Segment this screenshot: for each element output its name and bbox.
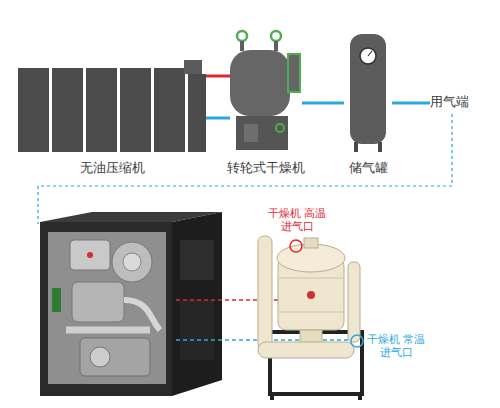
callout-label: 干燥机 常温进气口 [366, 333, 426, 359]
drawing-part [18, 68, 49, 152]
drawing-part [66, 327, 150, 334]
drawing-part [351, 335, 363, 347]
drawing-part [236, 116, 288, 150]
drawing-part [288, 54, 300, 92]
pipe-line [302, 102, 344, 105]
drawing-part [350, 34, 386, 144]
drawing-part [240, 41, 244, 51]
drawing-part [378, 142, 382, 152]
drawing-part [360, 48, 376, 64]
pipe-line [392, 102, 430, 105]
drawing-part [180, 240, 214, 280]
drawing-part [52, 68, 83, 152]
drawing-part [86, 68, 117, 152]
pipe-connector [206, 76, 230, 77]
drawing-part [276, 124, 284, 132]
dryer-illustration [258, 236, 363, 400]
drawing-part [307, 291, 315, 299]
drawing-part [271, 31, 281, 41]
drawing-part [290, 240, 302, 252]
drawing-part [358, 394, 362, 400]
drawing-part [124, 300, 160, 330]
drawing-part [112, 242, 152, 282]
drawing-part [258, 342, 354, 358]
drawing-part [87, 252, 93, 258]
tank-box: 储气罐 [344, 30, 392, 176]
drawing-part [278, 278, 344, 279]
equipment-symbol [344, 30, 392, 154]
drawing-part [40, 222, 172, 396]
drawing-part [90, 347, 110, 367]
drawing-part [154, 68, 185, 152]
equipment-symbol [230, 28, 302, 154]
callout-label: 干燥机 高温进气口 [266, 207, 328, 233]
drawing-part [258, 236, 272, 350]
drawing-part [52, 288, 61, 312]
node-label: 转轮式干燥机 [210, 160, 322, 176]
drawing-part [180, 300, 214, 360]
drawing-part [70, 240, 110, 270]
dryer-box: 转轮式干燥机 [230, 28, 302, 176]
drawing-part [348, 262, 360, 342]
drawing-part [274, 41, 278, 51]
node-label: 用气端 [430, 94, 476, 110]
drawing-part [230, 50, 290, 116]
drawing-part [278, 312, 344, 313]
compressor-illustration [40, 212, 222, 396]
outlet-box: 用气端 [430, 94, 476, 112]
drawing-part [304, 238, 318, 248]
pipe-line [206, 75, 230, 78]
drawing-part [172, 212, 222, 396]
drawing-part [48, 232, 166, 384]
drawing-part [244, 124, 258, 142]
node-label: 无油压缩机 [0, 160, 226, 176]
drawing-part [237, 31, 247, 41]
drawing-part [368, 51, 372, 56]
node-label: 储气罐 [324, 160, 412, 176]
pipe-line [206, 117, 230, 120]
drawing-part [123, 253, 141, 271]
drawing-part [270, 394, 274, 400]
drawing-part [354, 142, 358, 152]
pipe-connector [392, 103, 430, 104]
compressor-box: 无油压缩机 [18, 60, 206, 176]
pipe-connector [206, 118, 230, 119]
drawing-part [120, 68, 151, 152]
pipe-connector [302, 103, 344, 104]
equipment-symbol [18, 60, 206, 154]
drawing-part [72, 282, 124, 322]
drawing-part [80, 338, 150, 376]
drawing-part [184, 60, 202, 74]
drawing-part [188, 74, 206, 152]
